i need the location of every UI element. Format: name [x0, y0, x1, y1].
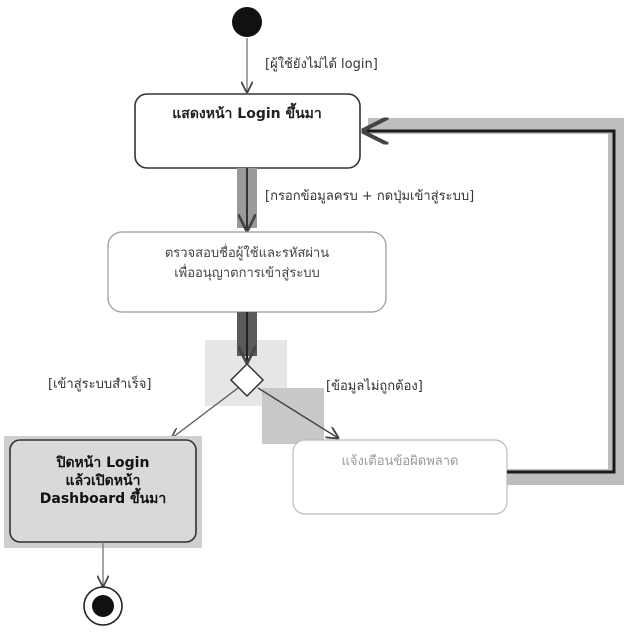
node-dashboard-line-1: ปิดหน้า Login	[55, 455, 149, 471]
node-verify-line-2: เพื่ออนุญาตการเข้าสู่ระบบ	[174, 264, 320, 281]
decision-node[interactable]	[229, 362, 265, 398]
node-dashboard-line-2: แล้วเปิดหน้า	[66, 473, 141, 489]
edge-decision-error	[257, 387, 338, 438]
node-error-label: แจ้งเตือนข้อผิดพลาด	[342, 453, 459, 469]
node-error[interactable]	[292, 439, 508, 515]
guard-not-logged-in: [ผู้ใช้ยังไม่ได้ login]	[265, 56, 378, 72]
node-dashboard-line-3: Dashboard ขึ้นมา	[40, 487, 167, 507]
node-login-screen-label: แสดงหน้า Login ขึ้นมา	[172, 102, 321, 122]
edge-decision-dashboard	[172, 387, 239, 438]
final-node-inner	[92, 595, 114, 617]
guard-success: [เข้าสู่ระบบสำเร็จ]	[48, 374, 151, 392]
guard-invalid: [ข้อมูลไม่ถูกต้อง]	[326, 378, 423, 394]
initial-node	[232, 7, 262, 37]
node-verify-line-1: ตรวจสอบชื่อผู้ใช้และรหัสผ่าน	[165, 244, 329, 261]
guard-filled-submit: [กรอกข้อมูลครบ + กดปุ่มเข้าสู่ระบบ]	[265, 189, 474, 204]
edge-error-login	[364, 131, 616, 474]
edge-error-login-shadow	[368, 118, 624, 485]
